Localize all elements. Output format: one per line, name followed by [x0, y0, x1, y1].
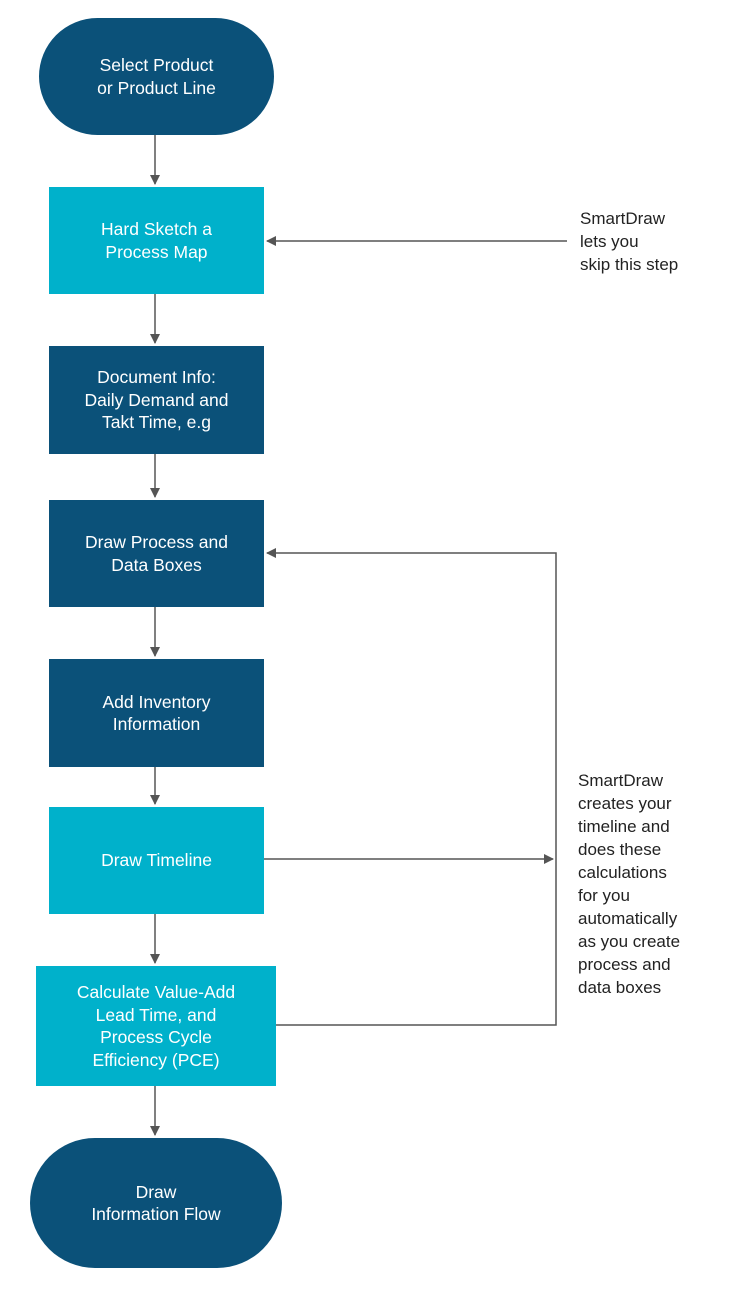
calculate-label: Calculate Value-Add Lead Time, and Proce… — [76, 982, 236, 1070]
add-inventory-process: Add Inventory Information — [49, 659, 264, 767]
document-info-process: Document Info: Daily Demand and Takt Tim… — [49, 346, 264, 454]
hand-sketch-label: Hard Sketch a Process Map — [101, 219, 212, 262]
draw-timeline-process: Draw Timeline — [49, 807, 264, 914]
draw-process-process: Draw Process and Data Boxes — [49, 500, 264, 607]
draw-info-flow-label: Draw Information Flow — [91, 1181, 221, 1225]
hand-sketch-process: Hard Sketch a Process Map — [49, 187, 264, 294]
document-info-label: Document Info: Daily Demand and Takt Tim… — [84, 367, 229, 433]
draw-info-flow-terminator: Draw Information Flow — [30, 1138, 282, 1268]
draw-timeline-label: Draw Timeline — [101, 850, 212, 871]
automatic-note: SmartDraw creates your timeline and does… — [578, 771, 681, 997]
select-product-label: Select Product or Product Line — [97, 55, 216, 98]
skip-step-note: SmartDraw lets you skip this step — [580, 209, 679, 274]
calculate-process: Calculate Value-Add Lead Time, and Proce… — [36, 966, 276, 1086]
loop-calculate-to-drawprocess — [266, 548, 557, 1026]
select-product-terminator: Select Product or Product Line — [39, 18, 274, 135]
add-inventory-label: Add Inventory Information — [102, 691, 211, 735]
draw-process-label: Draw Process and Data Boxes — [85, 532, 228, 575]
